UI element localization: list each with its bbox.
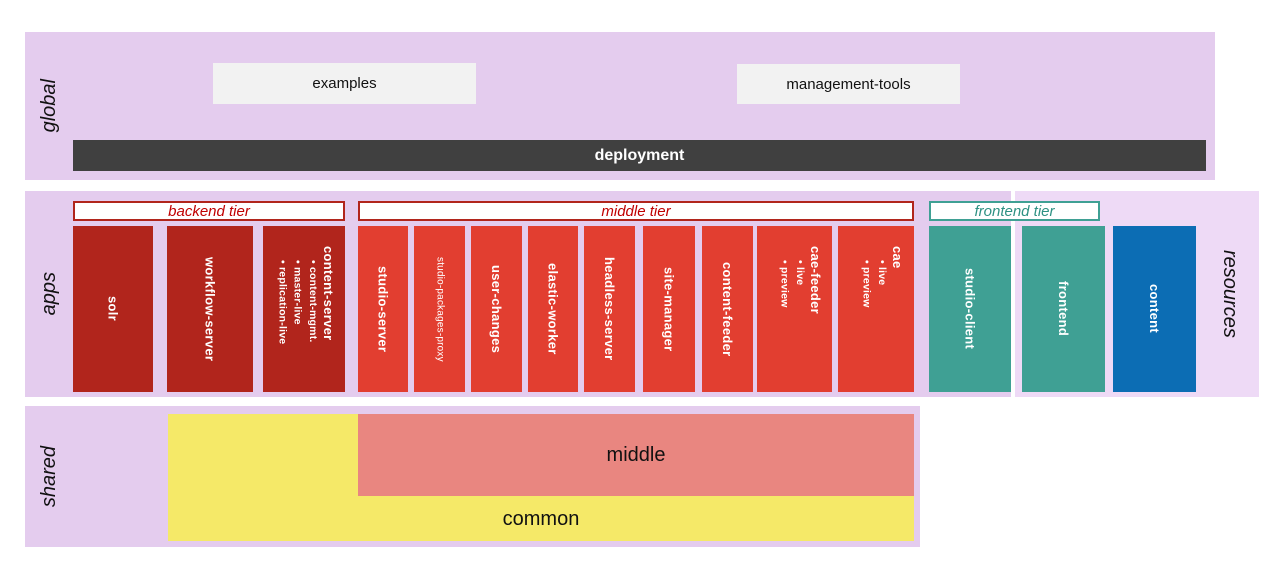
bullet-master-live: master-live xyxy=(289,246,304,384)
block-headless-server-label: headless-server xyxy=(602,257,617,361)
shared-common-label: common xyxy=(502,508,580,530)
block-content-feeder-label: content-feeder xyxy=(720,261,735,357)
block-cae-label: cae xyxy=(890,246,905,269)
block-studio-packages-proxy: studio-packages-proxy xyxy=(414,226,465,392)
management-tools-box: management-tools xyxy=(737,64,960,104)
block-elastic-worker-label: elastic-worker xyxy=(545,263,561,355)
bullet-replication-live: replication-live xyxy=(274,246,289,384)
bullet-cae-live: live xyxy=(874,246,889,384)
tier-header-backend: backend tier xyxy=(73,201,345,221)
tier-header-frontend-label: frontend tier xyxy=(974,202,1055,220)
band-shared: shared common middle xyxy=(25,406,920,547)
bullet-content-mgmt: content-mgmt. xyxy=(305,246,320,384)
block-studio-server-label: studio-server xyxy=(375,265,391,353)
block-elastic-worker: elastic-worker xyxy=(528,226,578,392)
management-tools-label: management-tools xyxy=(786,75,911,93)
band-shared-label: shared xyxy=(25,406,73,547)
band-global: global examples management-tools deploym… xyxy=(25,32,1215,180)
band-global-label-text: global xyxy=(38,79,60,133)
block-workflow-server-label: workflow-server xyxy=(202,256,218,362)
block-user-changes-label: user-changes xyxy=(489,264,504,354)
deployment-label: deployment xyxy=(594,146,685,164)
examples-label: examples xyxy=(312,75,377,92)
block-site-manager: site-manager xyxy=(643,226,695,392)
block-frontend: frontend xyxy=(1022,226,1105,392)
tier-header-backend-label: backend tier xyxy=(168,202,250,220)
band-apps-label: apps xyxy=(25,191,73,397)
block-studio-packages-proxy-label: studio-packages-proxy xyxy=(434,256,446,362)
bullet-cae-preview: preview xyxy=(858,246,873,384)
block-content-server-label: content-server xyxy=(321,246,336,341)
band-apps-label-text: apps xyxy=(38,272,60,316)
shared-middle-block: middle xyxy=(358,414,914,496)
band-apps: apps backend tier middle tier frontend t… xyxy=(25,191,1100,397)
deployment-bar: deployment xyxy=(73,140,1206,171)
block-solr-label: solr xyxy=(105,296,121,322)
shared-middle-label: middle xyxy=(606,443,666,466)
block-studio-client-label: studio-client xyxy=(962,268,978,350)
tier-header-frontend: frontend tier xyxy=(929,201,1100,221)
band-resources: frontend content resources xyxy=(1015,191,1259,397)
bullet-cae-feeder-live: live xyxy=(792,246,807,384)
block-content-feeder: content-feeder xyxy=(702,226,753,392)
block-cae: cae live preview xyxy=(838,226,914,392)
block-user-changes: user-changes xyxy=(471,226,522,392)
block-content: content xyxy=(1113,226,1196,392)
block-headless-server: headless-server xyxy=(584,226,635,392)
block-cae-feeder-label: cae-feeder xyxy=(808,246,823,315)
examples-box: examples xyxy=(213,63,476,104)
block-studio-client: studio-client xyxy=(929,226,1011,392)
tier-header-middle-label: middle tier xyxy=(601,202,671,220)
block-frontend-label: frontend xyxy=(1056,281,1071,337)
band-resources-label: resources xyxy=(1201,191,1259,397)
block-site-manager-label: site-manager xyxy=(661,266,677,352)
block-solr: solr xyxy=(73,226,153,392)
block-studio-server: studio-server xyxy=(358,226,408,392)
tier-header-middle: middle tier xyxy=(358,201,914,221)
block-content-server: content-server content-mgmt. master-live… xyxy=(263,226,345,392)
block-workflow-server: workflow-server xyxy=(167,226,253,392)
block-content-label: content xyxy=(1147,284,1162,334)
band-resources-label-text: resources xyxy=(1219,250,1241,338)
band-shared-label-text: shared xyxy=(38,445,60,508)
block-cae-feeder: cae-feeder live preview xyxy=(757,226,832,392)
bullet-cae-feeder-preview: preview xyxy=(776,246,791,384)
band-global-label: global xyxy=(25,32,73,180)
